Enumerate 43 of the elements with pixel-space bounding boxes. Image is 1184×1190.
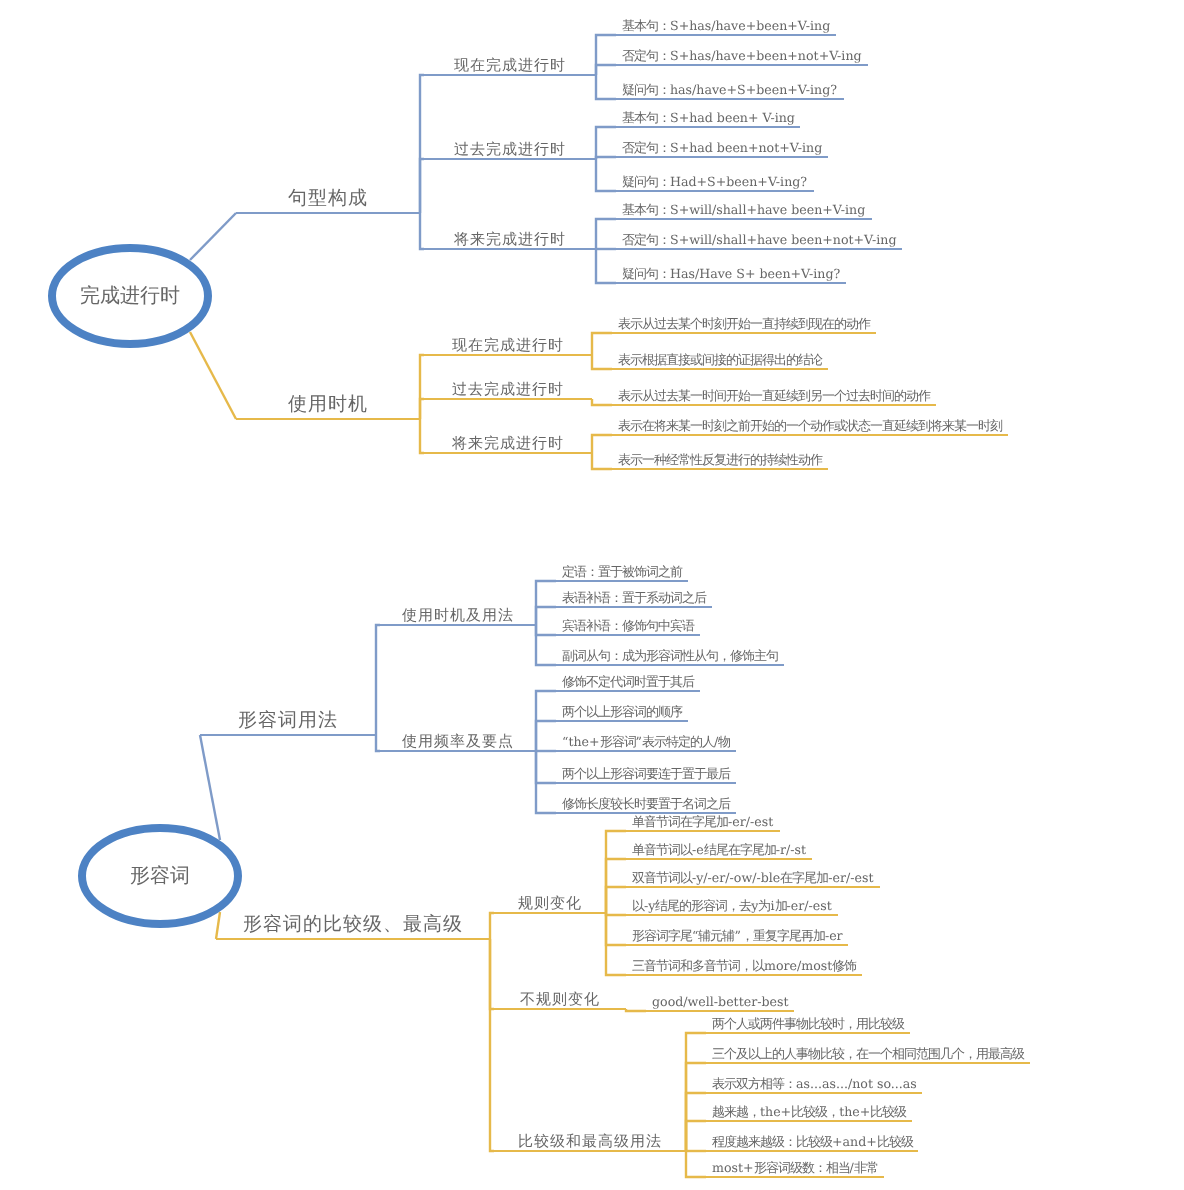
connector-line [488, 939, 494, 1153]
connector-line [590, 331, 612, 355]
connector-line [594, 155, 616, 160]
connector-line [594, 125, 616, 159]
connector-line [594, 217, 616, 249]
connector-line [594, 249, 616, 285]
connector-line [534, 749, 556, 753]
connector-line [624, 1008, 646, 1013]
connector-line [534, 625, 556, 667]
connector-line [418, 397, 424, 419]
connector-line [374, 735, 380, 753]
central-topic: 形容词 [76, 822, 244, 930]
connector-line [604, 913, 626, 977]
branch-label: 形容词的比较级、最高级 [216, 912, 490, 940]
connector-line [534, 719, 556, 751]
branch-label: 形容词用法 [200, 708, 376, 736]
connector-line [198, 734, 222, 841]
branch-label: 句型构成 [236, 186, 420, 214]
connector-line [418, 157, 424, 213]
connector-line [594, 247, 616, 251]
connector-line [684, 1151, 706, 1179]
connector-line [488, 911, 494, 939]
connector-line [594, 63, 616, 75]
connector-line [534, 605, 556, 625]
connector-line [418, 419, 424, 455]
central-topic: 完成进行时 [46, 242, 214, 350]
connector-line [684, 1119, 706, 1151]
connector-line [590, 399, 612, 407]
connector-line [604, 885, 626, 913]
connector-line [590, 355, 612, 371]
connector-line [594, 159, 616, 193]
connector-line [188, 331, 238, 420]
connector-line [189, 212, 237, 261]
connector-line [374, 623, 380, 735]
connector-line [534, 751, 556, 815]
connector-line [590, 433, 612, 453]
connector-line [418, 213, 424, 251]
connector-line [590, 453, 612, 471]
connector-line [594, 75, 616, 101]
connector-line [684, 1149, 706, 1153]
connector-line [604, 912, 626, 917]
branch-label: 使用时机 [236, 392, 420, 420]
connector-line [214, 911, 222, 940]
